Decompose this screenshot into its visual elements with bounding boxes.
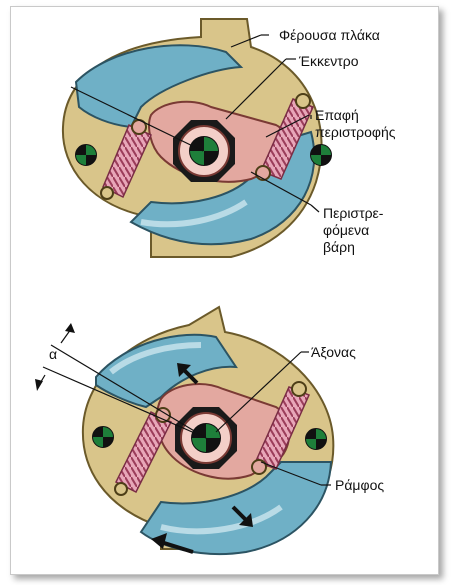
label-contact-line1: Επαφή xyxy=(315,107,359,123)
label-weights-line3: βάρη xyxy=(323,239,355,255)
top-mechanism xyxy=(63,19,331,257)
label-axis: Άξονας xyxy=(311,344,356,360)
marker-icon xyxy=(306,429,326,449)
label-weights-line2: φόμενα xyxy=(323,222,369,238)
marker-icon xyxy=(76,145,96,165)
label-carrier-plate: Φέρουσα πλάκα xyxy=(279,27,380,43)
label-eccentric: Έκκεντρο xyxy=(298,53,359,69)
marker-icon xyxy=(311,145,331,165)
diagram-frame: Φέρουσα πλάκα Έκκεντρο Επαφή περιστροφής… xyxy=(10,6,439,575)
arrow-icon xyxy=(35,379,43,391)
label-weights-line1: Περιστρε- xyxy=(323,205,384,221)
bottom-mechanism xyxy=(35,307,333,554)
label-latch: Ράμφος xyxy=(335,477,384,493)
marker-icon xyxy=(93,427,113,447)
label-contact-line2: περιστροφής xyxy=(315,124,396,140)
centrifugal-advance-diagram: Φέρουσα πλάκα Έκκεντρο Επαφή περιστροφής… xyxy=(11,7,438,574)
label-angle: α xyxy=(49,346,57,362)
arrow-icon xyxy=(65,323,75,333)
marker-icon xyxy=(190,137,218,165)
